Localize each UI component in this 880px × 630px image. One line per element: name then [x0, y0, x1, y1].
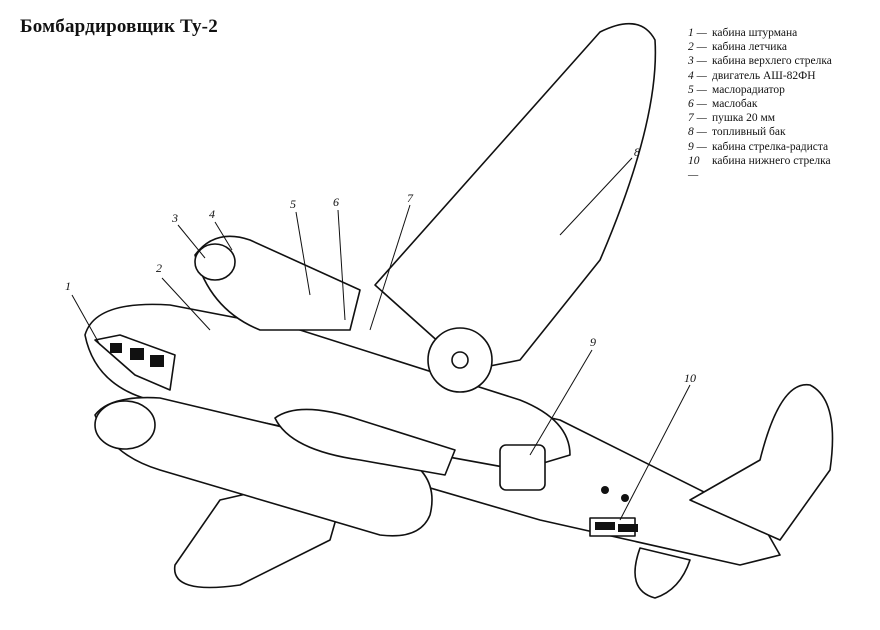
fuselage-port: [601, 486, 609, 494]
legend-item: 6 —маслобак: [688, 98, 758, 111]
tail-stabilizer: [634, 547, 691, 599]
nose-window: [130, 348, 144, 360]
legend-item: 7 —пушка 20 мм: [688, 112, 776, 125]
callout-8: 8: [634, 145, 640, 159]
legend-item: 4 —двигатель АШ-82ФН: [688, 69, 816, 82]
gunner-hatch: [595, 522, 615, 530]
leader-line-3: [177, 224, 206, 259]
callout-9: 9: [590, 335, 596, 349]
legend-item: 3 —кабина верхлего стрелка: [688, 55, 832, 68]
callout-5: 5: [290, 197, 296, 211]
leader-line-10: [619, 384, 691, 521]
radio-gunner-cabin: [499, 444, 546, 491]
leader-line-6: [337, 209, 346, 321]
leader-line-2: [161, 277, 211, 331]
lower-engine-nacelle: [94, 396, 433, 537]
nose-window: [150, 355, 164, 367]
legend-item: 5 —маслорадиатор: [688, 83, 785, 96]
parts-legend: 1 —кабина штурмана 2 —кабина летчика 3 —…: [688, 26, 878, 182]
leader-line-7: [369, 204, 411, 331]
fuselage-port: [621, 494, 629, 502]
leader-line-4: [214, 221, 233, 251]
legend-item: 1 —кабина штурмана: [688, 27, 798, 39]
nose-window: [110, 343, 122, 353]
callout-7: 7: [407, 191, 414, 205]
callout-3: 3: [171, 211, 178, 225]
callout-2: 2: [156, 261, 162, 275]
lower-spinner: [94, 400, 156, 450]
callout-4: 4: [209, 207, 215, 221]
callout-1: 1: [65, 279, 71, 293]
legend-item: 10 —кабина нижнего стрелка: [688, 154, 831, 182]
legend-item: 2 —кабина летчика: [688, 41, 787, 54]
leader-line-9: [529, 349, 593, 456]
diagram-title: Бомбардировщик Ту-2: [20, 16, 218, 37]
legend-item: 8 —топливный бак: [688, 126, 786, 139]
main-fuselage: [84, 303, 571, 471]
tail-fin: [689, 383, 834, 541]
leader-line-1: [71, 294, 101, 346]
upper-engine-nacelle: [194, 235, 361, 331]
upper-spinner: [194, 243, 236, 281]
leader-line-8: [559, 157, 633, 236]
gunner-hatch: [618, 524, 638, 532]
wheel-hub: [451, 351, 469, 369]
upper-wing: [374, 22, 657, 371]
legend-item: 9 —кабина стрелка-радиста: [688, 140, 829, 153]
callout-10: 10: [684, 371, 696, 385]
leader-line-5: [295, 211, 311, 296]
fuel-tank-cutaway: [274, 408, 456, 476]
callout-6: 6: [333, 195, 339, 209]
